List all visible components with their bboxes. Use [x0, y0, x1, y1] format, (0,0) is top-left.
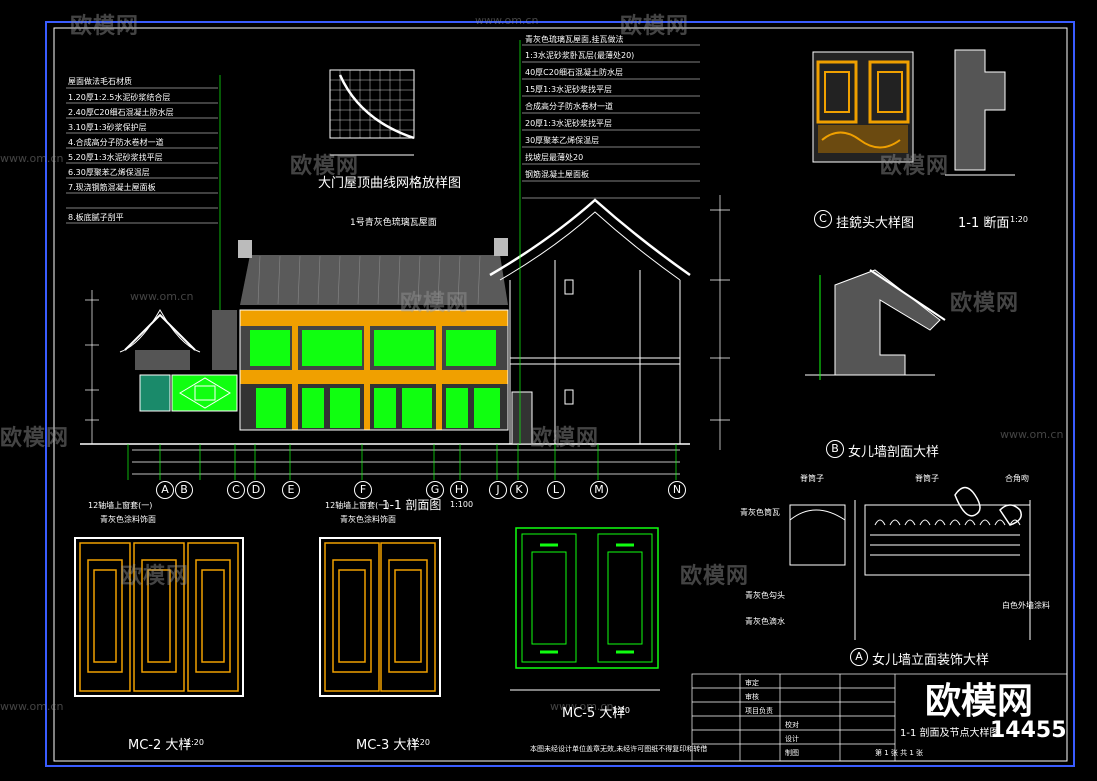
tb-row-3: 校对	[785, 721, 799, 729]
door-note-3: 12轴墙上窗套(一)	[325, 501, 390, 510]
tb-sheet: 第 1 张 共 1 张	[875, 749, 924, 757]
spec-left-4: 4.合成高分子防水卷材一道	[68, 138, 164, 147]
axis-bubble-l: L	[547, 481, 565, 499]
tb-row-1: 审核	[745, 693, 759, 701]
tb-row-0: 审定	[745, 679, 759, 687]
tb-note: 本图未经设计单位盖章无效,未经许可图纸不得复印和转借	[530, 745, 708, 753]
detail-b-title: 女儿墙剖面大样	[848, 445, 940, 460]
tb-row-2: 项目负责	[745, 707, 773, 715]
section-11-drawing	[945, 49, 1015, 176]
spec-table-left	[66, 87, 218, 224]
detail-a-marker: A	[850, 648, 868, 666]
ornament-label: 合角吻	[1005, 474, 1029, 483]
axis-bubble-d: D	[247, 481, 265, 499]
door-note-2: 青灰色涂料饰面	[100, 515, 156, 524]
section-11-scale: 1:20	[1010, 215, 1028, 224]
mc5-scale: 1:20	[612, 706, 630, 715]
detail-a-drawing	[789, 486, 1031, 640]
axis-bubble-j: J	[489, 481, 507, 499]
door-note-1: 12轴墙上窗套(一)	[88, 501, 153, 510]
axis-bubble-g: G	[426, 481, 444, 499]
mc5-window-drawing	[510, 527, 660, 691]
mc3-title: MC-3 大样	[356, 738, 420, 753]
detail-a-title: 女儿墙立面装饰大样	[872, 653, 990, 668]
detail-c-marker: C	[814, 210, 832, 228]
spec-left-6: 6.30厚聚苯乙烯保温层	[68, 168, 150, 177]
spec-right-4: 合成高分子防水卷材一道	[525, 102, 613, 111]
axis-bubble-f: F	[354, 481, 372, 499]
detail-b-drawing	[805, 269, 946, 380]
axis-bubble-k: K	[510, 481, 528, 499]
spec-right-5: 20厚1:3水泥砂浆找平层	[525, 119, 613, 128]
dimension-lines	[85, 195, 730, 475]
brand-code: 14455	[990, 718, 1067, 743]
axis-bubble-a: A	[156, 481, 174, 499]
roof-note: 1号青灰色琉璃瓦屋面	[350, 218, 437, 228]
tb-row-4: 设计	[785, 735, 799, 743]
spec-left-2: 2.40厚C20细石混凝土防水层	[68, 108, 174, 117]
spec-right-1: 1:3水泥砂浆卧瓦层(最薄处20)	[525, 51, 635, 60]
mc5-title: MC-5 大样	[562, 706, 626, 721]
mc2-title: MC-2 大样	[128, 738, 192, 753]
section-11-title: 1-1 断面	[958, 216, 1010, 231]
spec-right-2: 40厚C20细石混凝土防水层	[525, 68, 623, 77]
leader-lines	[127, 40, 677, 480]
spec-table-right	[522, 44, 700, 199]
section-title: 1-1 剖面图	[382, 498, 442, 512]
spec-right-6: 30厚聚苯乙烯保温层	[525, 136, 600, 145]
section-scale: 1:100	[450, 500, 474, 509]
mc3-scale: 1:20	[412, 738, 430, 747]
spec-left-3: 3.10厚1:3砂浆保护层	[68, 123, 147, 132]
wall-label-2: 白色外墙涂料	[1002, 601, 1050, 610]
roof-curve-title: 大门屋顶曲线网格放样图	[318, 176, 462, 191]
inner-frame	[53, 27, 1068, 762]
spec-left-1: 1.20厚1:2.5水泥砂浆结合层	[68, 93, 171, 102]
axis-bubble-c: C	[227, 481, 245, 499]
mc3-door-drawing	[319, 537, 441, 697]
mc2-scale: 1:20	[186, 738, 204, 747]
main-building-section	[238, 238, 509, 431]
axis-bubble-h: H	[450, 481, 468, 499]
spec-left-8: 8.板底腻子刮平	[68, 213, 124, 222]
detail-c-title: 挂鋴头大样图	[836, 216, 915, 231]
detail-b-marker: B	[826, 440, 844, 458]
mc2-door-drawing	[74, 537, 244, 697]
axis-bubble-n: N	[668, 481, 686, 499]
spec-right-8: 钢筋混凝土屋面板	[525, 170, 589, 179]
roof-curve-grid	[329, 69, 415, 156]
ridge-label-2: 脊筒子	[915, 474, 939, 483]
detail-c-drawing	[812, 51, 914, 163]
spec-left-5: 5.20厚1:3水泥砂浆找平层	[68, 153, 163, 162]
spec-left-7: 7.现浇钢筋混凝土屋面板	[68, 183, 156, 192]
tb-row-5: 制图	[785, 749, 799, 757]
wall-label-3: 青灰色勾头	[745, 591, 785, 600]
gate-pavilion	[119, 308, 238, 412]
spec-right-7: 找坡层最薄处20	[525, 153, 584, 162]
axis-bubble-m: M	[590, 481, 608, 499]
axis-bubble-e: E	[282, 481, 300, 499]
brand-logo: 欧模网	[925, 681, 1034, 722]
gable-section	[489, 198, 691, 445]
spec-left-0: 屋面做法毛石材质	[68, 77, 132, 86]
wall-label-1: 青灰色筒瓦	[740, 508, 780, 517]
door-note-4: 青灰色涂料饰面	[340, 515, 396, 524]
title-block-frame	[691, 673, 1068, 762]
drawing-border	[45, 21, 1075, 767]
axis-bubble-b: B	[175, 481, 193, 499]
ridge-label: 脊筒子	[800, 474, 824, 483]
spec-right-0: 青灰色琉璃瓦屋面,挂瓦做法	[525, 35, 624, 44]
wall-label-4: 青灰色滴水	[745, 617, 785, 626]
tb-drawing-name: 1-1 剖面及节点大样图	[900, 728, 1000, 739]
spec-right-3: 15厚1:3水泥砂浆找平层	[525, 85, 613, 94]
